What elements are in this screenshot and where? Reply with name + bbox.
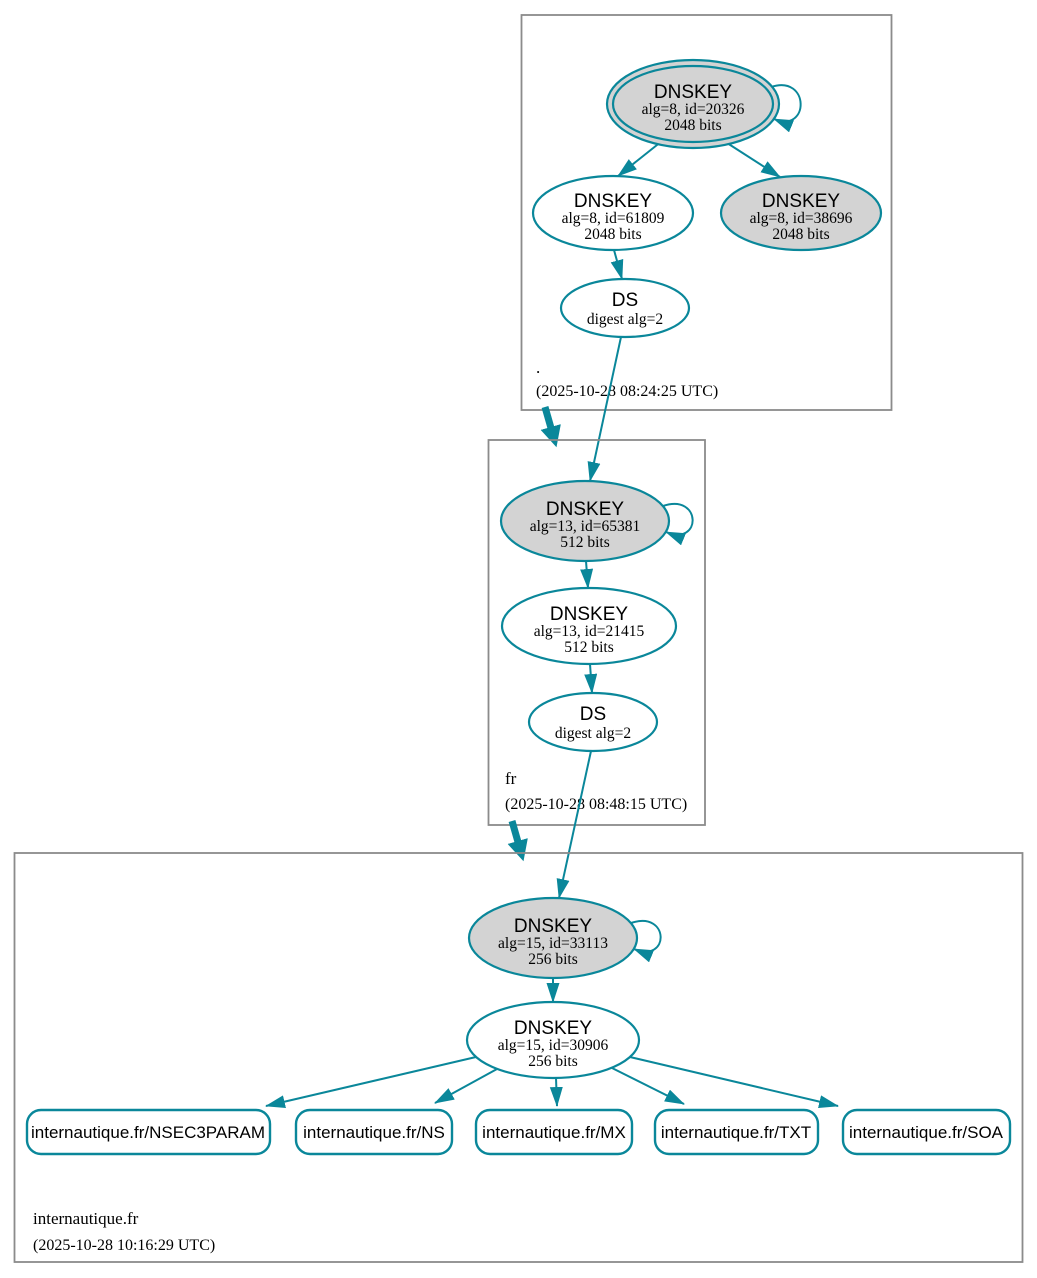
node-dnskey-21415-shape	[500, 586, 678, 666]
node-dnskey-20326-title: DNSKEY	[654, 82, 732, 103]
node-dnskey-30906-shape	[465, 1000, 641, 1080]
node-dnskey-20326[interactable]: DNSKEY alg=8, id=20326 2048 bits	[605, 58, 781, 150]
edge-zsk-to-ns	[434, 1068, 498, 1104]
edge-fr-zone-to-internautique-zone	[507, 820, 528, 862]
node-dnskey-61809-shape	[531, 174, 695, 252]
edge-root-ksk-to-zsk	[617, 140, 663, 177]
node-dnskey-38696-detail: alg=8, id=38696	[750, 210, 853, 227]
node-dnskey-21415[interactable]: DNSKEY alg=13, id=21415 512 bits	[500, 586, 678, 666]
node-dnskey-65381-detail: alg=13, id=65381	[530, 518, 640, 535]
node-dnskey-38696-shape	[719, 174, 883, 252]
node-dnskey-38696-title: DNSKEY	[762, 191, 840, 212]
rrset-txt-label: internautique.fr/TXT	[661, 1123, 811, 1142]
edge-fr-ds-to-internautique-ksk	[556, 750, 592, 899]
edge-zsk-to-txt	[611, 1067, 685, 1105]
rrset-soa-shape	[841, 1108, 1012, 1156]
node-dnskey-21415-title: DNSKEY	[550, 604, 628, 625]
edge-root-zone-to-fr-zone	[540, 406, 561, 448]
node-dnskey-33113-title: DNSKEY	[514, 916, 592, 937]
node-dnskey-33113-bits: 256 bits	[528, 951, 578, 968]
zone-root-timestamp: (2025-10-28 08:24:25 UTC)	[536, 383, 718, 400]
rrset-ns-shape	[294, 1108, 454, 1156]
node-dnskey-21415-bits: 512 bits	[564, 639, 614, 656]
rrset-nsec3param-shape	[25, 1108, 272, 1156]
node-dnskey-65381-bits: 512 bits	[560, 534, 610, 551]
node-dnskey-20326-bits: 2048 bits	[664, 117, 721, 134]
edge-root-zsk-to-ds	[610, 249, 624, 280]
zone-internautique-fr-label: internautique.fr	[33, 1209, 139, 1228]
node-dnskey-30906[interactable]: DNSKEY alg=15, id=30906 256 bits	[465, 1000, 641, 1080]
rrset-mx-label: internautique.fr/MX	[482, 1123, 626, 1142]
node-ds-root[interactable]: DS digest alg=2	[559, 277, 691, 339]
node-ds-root-title: DS	[612, 290, 638, 311]
edge-fr-ksk-to-zsk	[580, 560, 594, 589]
zone-root-label: .	[536, 358, 540, 377]
edge-internautique-ksk-selfloop	[630, 920, 662, 963]
rrset-ns-label: internautique.fr/NS	[303, 1123, 445, 1142]
node-dnskey-21415-detail: alg=13, id=21415	[534, 623, 645, 640]
rrset-soa[interactable]: internautique.fr/SOA	[841, 1108, 1012, 1156]
edge-zsk-to-soa	[629, 1056, 839, 1108]
zone-fr-border	[487, 439, 706, 826]
node-ds-fr-title: DS	[580, 704, 606, 725]
rrset-nsec3param-label: internautique.fr/NSEC3PARAM	[31, 1123, 265, 1142]
edge-zsk-to-mx	[549, 1077, 563, 1107]
zone-internautique-fr-border	[13, 852, 1024, 1263]
rrset-nsec3param[interactable]: internautique.fr/NSEC3PARAM	[25, 1108, 272, 1156]
node-dnskey-20326-detail: alg=8, id=20326	[642, 101, 745, 118]
zone-root-border	[520, 14, 893, 411]
node-dnskey-61809-detail: alg=8, id=61809	[562, 210, 665, 227]
node-dnskey-61809-bits: 2048 bits	[584, 226, 641, 243]
node-ds-fr[interactable]: DS digest alg=2	[527, 691, 659, 753]
node-dnskey-38696-bits: 2048 bits	[772, 226, 829, 243]
node-dnskey-33113-detail: alg=15, id=33113	[498, 935, 608, 952]
zone-fr-timestamp: (2025-10-28 08:48:15 UTC)	[505, 796, 687, 813]
edge-zsk-to-nsec3param	[265, 1056, 477, 1109]
node-dnskey-65381[interactable]: DNSKEY alg=13, id=65381 512 bits	[499, 479, 671, 563]
edge-fr-ksk-selfloop	[662, 503, 694, 546]
node-dnskey-65381-shape	[499, 479, 671, 563]
node-dnskey-61809[interactable]: DNSKEY alg=8, id=61809 2048 bits	[531, 174, 695, 252]
node-dnskey-65381-title: DNSKEY	[546, 499, 624, 520]
node-dnskey-61809-title: DNSKEY	[574, 191, 652, 212]
node-ds-fr-detail: digest alg=2	[555, 725, 631, 742]
node-dnskey-33113[interactable]: DNSKEY alg=15, id=33113 256 bits	[467, 896, 639, 980]
rrset-txt-shape	[653, 1108, 820, 1156]
node-dnskey-33113-shape	[467, 896, 639, 980]
node-ds-root-shape	[559, 277, 691, 339]
rrset-ns[interactable]: internautique.fr/NS	[294, 1108, 454, 1156]
zone-root: DNSKEY alg=8, id=20326 2048 bits DNSKEY …	[520, 14, 893, 411]
edge-root-ksk-selfloop	[770, 84, 802, 133]
node-dnskey-20326-inner-ring	[611, 64, 775, 144]
node-dnskey-30906-bits: 256 bits	[528, 1053, 578, 1070]
rrset-soa-label: internautique.fr/SOA	[849, 1123, 1004, 1142]
node-dnskey-38696[interactable]: DNSKEY alg=8, id=38696 2048 bits	[719, 174, 883, 252]
node-ds-fr-shape	[527, 691, 659, 753]
node-dnskey-30906-detail: alg=15, id=30906	[498, 1037, 609, 1054]
edge-root-ksk-to-sep	[723, 140, 781, 178]
rrset-txt[interactable]: internautique.fr/TXT	[653, 1108, 820, 1156]
zone-fr: DNSKEY alg=13, id=65381 512 bits DNSKEY …	[487, 439, 706, 826]
edge-root-ds-to-fr-ksk	[587, 336, 622, 482]
node-dnskey-20326-outer-ring	[605, 58, 781, 150]
zone-internautique-fr: DNSKEY alg=15, id=33113 256 bits DNSKEY …	[13, 852, 1024, 1263]
node-ds-root-detail: digest alg=2	[587, 311, 663, 328]
rrset-mx-shape	[474, 1108, 634, 1156]
zone-internautique-fr-timestamp: (2025-10-28 10:16:29 UTC)	[33, 1237, 215, 1254]
rrset-mx[interactable]: internautique.fr/MX	[474, 1108, 634, 1156]
edge-fr-zsk-to-ds	[584, 663, 598, 694]
node-dnskey-30906-title: DNSKEY	[514, 1018, 592, 1039]
zone-fr-label: fr	[505, 769, 517, 788]
